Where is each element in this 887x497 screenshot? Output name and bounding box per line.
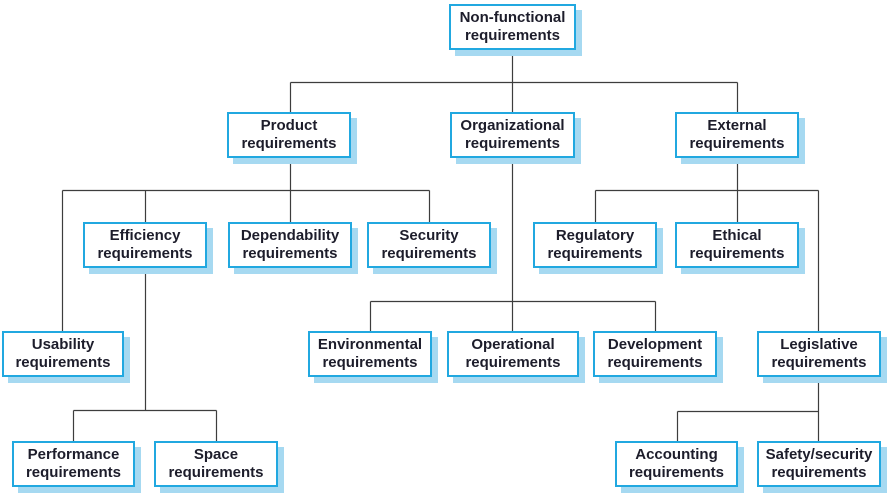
connector-efficiency-children <box>72 268 218 441</box>
node-ethical-requirements: Ethical requirements <box>675 222 799 268</box>
node-safety-security-requirements: Safety/security requirements <box>757 441 881 487</box>
connector-organizational-children <box>369 158 657 331</box>
connector-root-to-level2 <box>289 50 739 112</box>
connector-legislative-children <box>676 377 820 441</box>
connector-product-children <box>61 158 431 331</box>
node-space-requirements: Space requirements <box>154 441 278 487</box>
node-development-requirements: Development requirements <box>593 331 717 377</box>
connector-external-children <box>594 158 820 331</box>
node-dependability-requirements: Dependability requirements <box>228 222 352 268</box>
node-operational-requirements: Operational requirements <box>447 331 579 377</box>
node-regulatory-requirements: Regulatory requirements <box>533 222 657 268</box>
node-non-functional-requirements: Non-functional requirements <box>449 4 576 50</box>
node-organizational-requirements: Organizational requirements <box>450 112 575 158</box>
node-efficiency-requirements: Efficiency requirements <box>83 222 207 268</box>
node-product-requirements: Product requirements <box>227 112 351 158</box>
node-security-requirements: Security requirements <box>367 222 491 268</box>
node-performance-requirements: Performance requirements <box>12 441 135 487</box>
node-external-requirements: External requirements <box>675 112 799 158</box>
node-accounting-requirements: Accounting requirements <box>615 441 738 487</box>
node-legislative-requirements: Legislative requirements <box>757 331 881 377</box>
node-usability-requirements: Usability requirements <box>2 331 124 377</box>
node-environmental-requirements: Environmental requirements <box>308 331 432 377</box>
